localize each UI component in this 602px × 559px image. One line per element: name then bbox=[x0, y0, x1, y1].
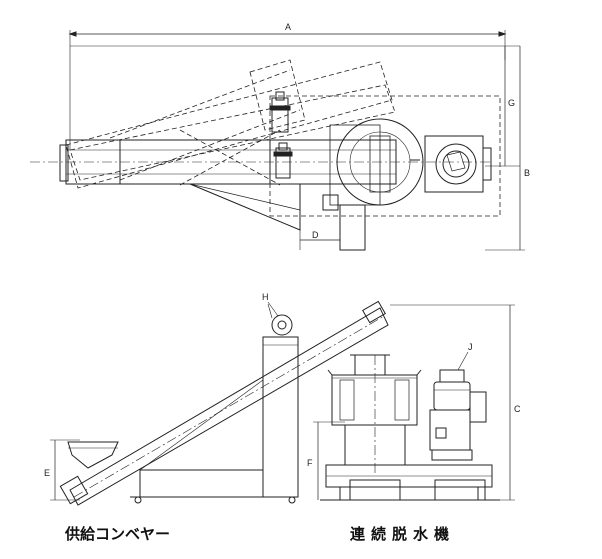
dim-label-j: J bbox=[468, 342, 473, 352]
dim-label-a: A bbox=[285, 22, 291, 32]
side-view bbox=[50, 300, 515, 506]
caption-dewatering-machine: 連続脱水機 bbox=[350, 525, 456, 543]
dim-label-f: F bbox=[307, 458, 313, 468]
top-view bbox=[30, 30, 525, 251]
dim-label-e: E bbox=[44, 468, 50, 478]
dim-label-d: D bbox=[312, 230, 319, 240]
dim-label-c: C bbox=[514, 404, 521, 414]
dim-label-b: B bbox=[524, 168, 530, 178]
caption-feed-conveyor: 供給コンベヤー bbox=[65, 525, 171, 543]
dim-label-h: H bbox=[262, 292, 269, 302]
dim-label-g: G bbox=[508, 98, 515, 108]
